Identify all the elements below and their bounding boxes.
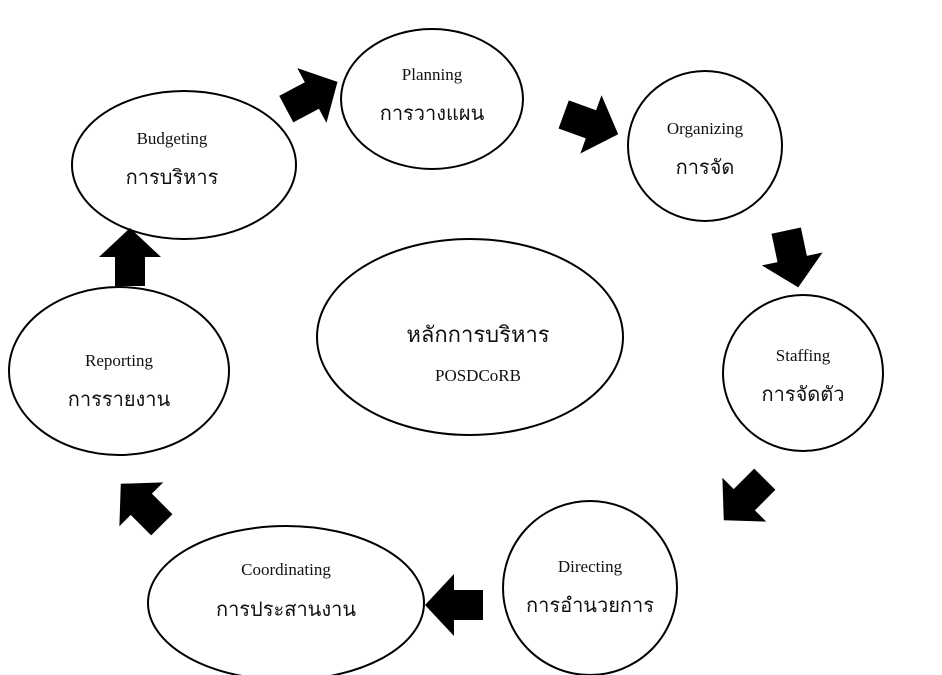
node-coordinating-en: Coordinating xyxy=(241,560,331,579)
node-reporting-en: Reporting xyxy=(85,351,153,370)
node-directing-th: การอำนวยการ xyxy=(526,595,654,617)
arrow-reporting-to-budgeting xyxy=(99,228,161,286)
arrow-coordinating-to-reporting xyxy=(119,482,173,536)
node-planning-th: การวางแผน xyxy=(380,103,485,125)
node-coordinating: Coordinating การประสานงาน xyxy=(147,525,425,675)
center-node: หลักการบริหาร POSDCoRB xyxy=(316,238,624,436)
node-staffing: Staffing การจัดตัว xyxy=(722,294,884,452)
node-organizing-th: การจัด xyxy=(676,157,735,179)
node-budgeting-en: Budgeting xyxy=(137,129,208,148)
arrow-budgeting-to-planning xyxy=(279,68,338,123)
node-reporting-ellipse xyxy=(8,286,230,456)
node-staffing-th: การจัดตัว xyxy=(761,384,844,406)
node-organizing-en: Organizing xyxy=(667,119,744,138)
node-reporting-th: การรายงาน xyxy=(68,389,171,411)
center-title-th: หลักการบริหาร xyxy=(406,322,549,347)
node-reporting: Reporting การรายงาน xyxy=(8,286,230,456)
arrow-planning-to-organizing xyxy=(558,95,619,154)
arrow-staffing-to-directing xyxy=(722,468,776,522)
node-budgeting-th: การบริหาร xyxy=(126,167,219,189)
node-staffing-en: Staffing xyxy=(776,346,831,365)
node-budgeting-ellipse xyxy=(71,90,297,240)
flow-arrows xyxy=(99,68,823,636)
center-ellipse xyxy=(316,238,624,436)
node-staffing-ellipse xyxy=(722,294,884,452)
node-coordinating-th: การประสานงาน xyxy=(216,599,356,621)
node-directing-en: Directing xyxy=(558,557,623,576)
node-organizing-ellipse xyxy=(627,70,783,222)
node-organizing: Organizing การจัด xyxy=(627,70,783,222)
arrow-directing-to-coordinating xyxy=(425,574,483,636)
node-directing: Directing การอำนวยการ xyxy=(502,500,678,675)
node-planning: Planning การวางแผน xyxy=(340,28,524,170)
node-directing-ellipse xyxy=(502,500,678,675)
node-planning-ellipse xyxy=(340,28,524,170)
node-budgeting: Budgeting การบริหาร xyxy=(71,90,297,240)
node-coordinating-ellipse xyxy=(147,525,425,675)
node-planning-en: Planning xyxy=(402,65,463,84)
center-title-en: POSDCoRB xyxy=(435,366,521,385)
arrow-organizing-to-staffing xyxy=(761,227,823,288)
